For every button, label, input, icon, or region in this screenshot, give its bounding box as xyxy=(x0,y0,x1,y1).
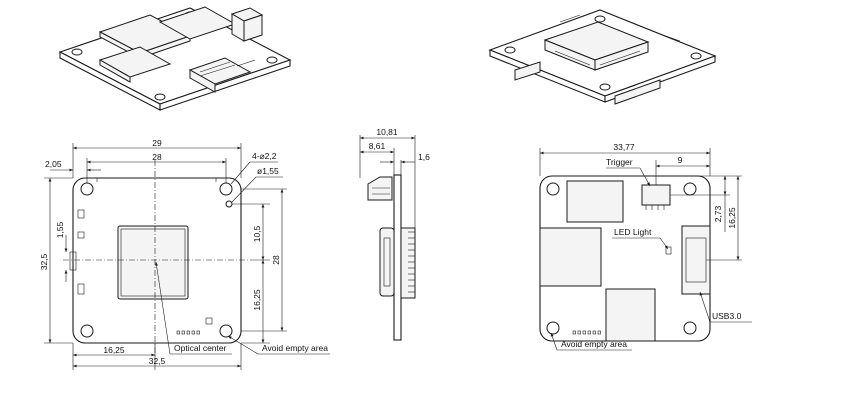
dim-bottom-half: 16,25 xyxy=(103,345,125,355)
dim-total-depth: 10,81 xyxy=(376,127,398,137)
dim-board-thickness: 1,6 xyxy=(418,152,430,162)
dim-trigger-height: 2,73 xyxy=(713,205,723,222)
label-usb: USB3.0 xyxy=(712,311,742,321)
side-view: 10,81 8,61 1,6 xyxy=(359,127,430,341)
front-view: 29 28 2,05 4-⌀2,2 ø1,55 32,5 1,55 10,5 xyxy=(39,138,330,370)
dim-back-width: 33,77 xyxy=(613,142,635,152)
label-trigger: Trigger xyxy=(606,157,633,167)
dim-left-offset: 2,05 xyxy=(45,159,62,169)
dim-height-left: 32,5 xyxy=(39,253,49,270)
back-view: 33,77 9 Trigger 2,73 16,25 LED Light USB… xyxy=(539,142,752,351)
back-bottom-pads xyxy=(572,330,601,335)
label-led: LED Light xyxy=(614,227,652,237)
dim-hole-small: 4-⌀2,2 xyxy=(252,151,277,161)
bottom-pads xyxy=(176,330,200,335)
dim-height-right-top: 10,5 xyxy=(252,225,262,242)
iso-view-front xyxy=(58,6,292,111)
dim-width-outer: 29 xyxy=(152,138,162,148)
sensor-pins xyxy=(408,231,415,293)
dim-hole-diam: ø1,55 xyxy=(257,166,279,176)
dim-trigger-offset: 9 xyxy=(678,155,683,165)
label-avoid-empty-back: Avoid empty area xyxy=(561,339,627,349)
dim-back-right-height: 16,25 xyxy=(727,207,737,229)
dim-bottom-total: 32,5 xyxy=(149,356,166,366)
dim-width-inner: 28 xyxy=(152,152,162,162)
dim-height-right-bottom: 16,25 xyxy=(252,289,262,311)
dim-height-right-total: 28 xyxy=(271,255,281,265)
label-optical-center: Optical center xyxy=(174,343,227,353)
dim-body-depth: 8,61 xyxy=(369,141,386,151)
dim-connector-offset: 1,55 xyxy=(55,221,65,238)
iso-view-back xyxy=(488,9,717,105)
label-avoid-empty-front: Avoid empty area xyxy=(262,343,328,353)
